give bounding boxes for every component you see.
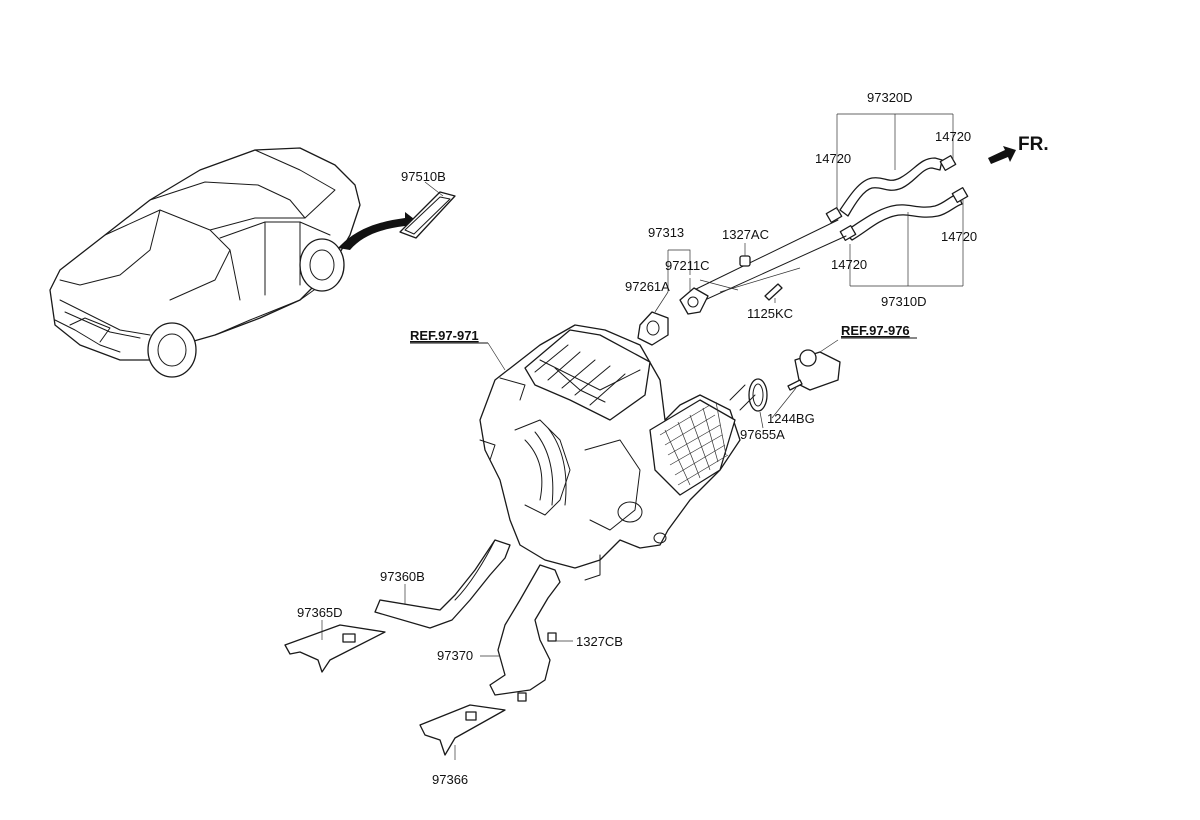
- front-arrow-icon: [988, 146, 1016, 164]
- label-14720-bottom-right: 14720: [941, 229, 977, 244]
- label-1327CB: 1327CB: [576, 634, 623, 649]
- label-97510B: 97510B: [401, 169, 446, 184]
- label-14720-top-left: 14720: [815, 151, 851, 166]
- part-97510B-shape: [399, 181, 456, 239]
- label-1125KC: 1125KC: [747, 306, 793, 321]
- vehicle-illustration: [49, 147, 418, 378]
- label-97365D: 97365D: [297, 605, 343, 620]
- hvac-unit: [479, 324, 741, 581]
- hvac-pipe-connector: [729, 349, 841, 412]
- front-label: FR.: [1018, 134, 1049, 155]
- label-97310D: 97310D: [881, 294, 927, 309]
- label-97370: 97370: [437, 648, 473, 663]
- ref-label-right[interactable]: REF.97-976: [841, 323, 910, 338]
- label-1244BG: 1244BG: [767, 411, 815, 426]
- label-14720-bottom-left: 14720: [831, 257, 867, 272]
- label-97313: 97313: [648, 225, 684, 240]
- label-97360B: 97360B: [380, 569, 425, 584]
- label-14720-top-right: 14720: [935, 129, 971, 144]
- label-1327AC: 1327AC: [722, 227, 769, 242]
- floor-ducts: [284, 539, 561, 756]
- ref-label-left[interactable]: REF.97-971: [410, 328, 479, 343]
- label-97655A: 97655A: [740, 427, 785, 442]
- label-97320D: 97320D: [867, 90, 913, 105]
- label-97366: 97366: [432, 772, 468, 787]
- leader-lines: [321, 113, 964, 760]
- label-97261A: 97261A: [625, 279, 670, 294]
- part-labels: 97510B 97313 1327AC 97211C 97261A 1125KC…: [297, 90, 1049, 787]
- part-97261A-shape: [637, 311, 669, 346]
- label-97211C: 97211C: [665, 258, 710, 273]
